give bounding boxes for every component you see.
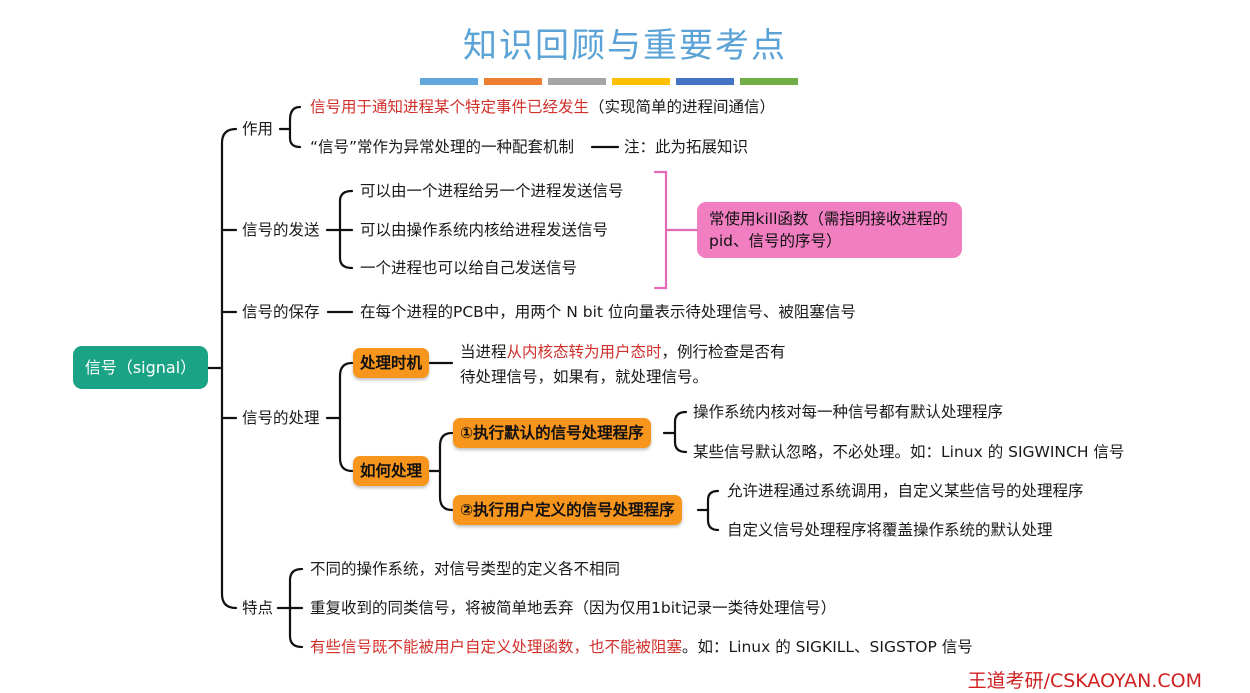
send-item-1: 可以由一个进程给另一个进程发送信号 (360, 182, 624, 200)
send-item-3: 一个进程也可以给自己发送信号 (360, 259, 578, 277)
feature-item-3-rest: 。如：Linux 的 SIGKILL、SIGSTOP 信号 (682, 638, 973, 656)
watermark-text: 王道考研/CSKAOYAN.COM (967, 670, 1202, 692)
timing-post: ，例行检查是否有 (661, 343, 786, 361)
send-item-2: 可以由操作系统内核给进程发送信号 (360, 221, 609, 239)
branch-features-label: 特点 (242, 599, 274, 617)
role-item-2-note: 注：此为拓展知识 (624, 138, 749, 156)
timing-highlight: 从内核态转为用户态时 (506, 343, 662, 361)
default-handler-item-2: 某些信号默认忽略，不必处理。如：Linux 的 SIGWINCH 信号 (693, 443, 1125, 461)
feature-item-1: 不同的操作系统，对信号类型的定义各不相同 (310, 560, 621, 578)
color-bar-2 (484, 78, 542, 85)
color-bar-3 (548, 78, 606, 85)
feature-item-3-highlight: 有些信号既不能被用户自定义处理函数，也不能被阻塞 (310, 638, 683, 656)
default-handler-node: ①执行默认的信号处理程序 (453, 418, 651, 448)
branch-role-label: 作用 (242, 120, 274, 138)
role-item-1-highlight: 信号用于通知进程某个特定事件已经发生 (310, 98, 590, 116)
root-node-signal: 信号（signal） (73, 346, 208, 389)
user-handler-node: ②执行用户定义的信号处理程序 (453, 495, 682, 525)
handle-how-node: 如何处理 (353, 456, 430, 486)
timing-pre: 当进程 (460, 343, 507, 361)
default-handler-item-1: 操作系统内核对每一种信号都有默认处理程序 (693, 403, 1004, 421)
role-item-1-rest: （实现简单的进程间通信） (589, 98, 776, 116)
branch-send-label: 信号的发送 (242, 221, 320, 239)
color-bar-5 (676, 78, 734, 85)
role-item-2: “信号”常作为异常处理的一种配套机制 (310, 138, 575, 156)
color-bar-1 (420, 78, 478, 85)
handle-timing-line-1: 当进程从内核态转为用户态时，例行检查是否有 (460, 342, 786, 362)
color-bar-4 (612, 78, 670, 85)
user-handler-item-2: 自定义信号处理程序将覆盖操作系统的默认处理 (727, 521, 1053, 539)
branch-handle-label: 信号的处理 (242, 409, 320, 427)
handle-timing-line-2: 待处理信号，如果有，就处理信号。 (460, 368, 709, 386)
role-item-1: 信号用于通知进程某个特定事件已经发生（实现简单的进程间通信） (310, 97, 775, 117)
branch-save-label: 信号的保存 (242, 303, 320, 321)
user-handler-item-1: 允许进程通过系统调用，自定义某些信号的处理程序 (727, 482, 1084, 500)
color-bar-6 (740, 78, 798, 85)
save-text: 在每个进程的PCB中，用两个 N bit 位向量表示待处理信号、被阻塞信号 (360, 303, 856, 321)
page-title: 知识回顾与重要考点 (463, 26, 787, 66)
handle-timing-node: 处理时机 (353, 348, 430, 378)
feature-item-3: 有些信号既不能被用户自定义处理函数，也不能被阻塞。如：Linux 的 SIGKI… (310, 637, 973, 657)
feature-item-2: 重复收到的同类信号，将被简单地丢弃（因为仅用1bit记录一类待处理信号） (310, 599, 837, 617)
kill-function-note: 常使用kill函数（需指明接收进程的pid、信号的序号） (697, 202, 962, 258)
